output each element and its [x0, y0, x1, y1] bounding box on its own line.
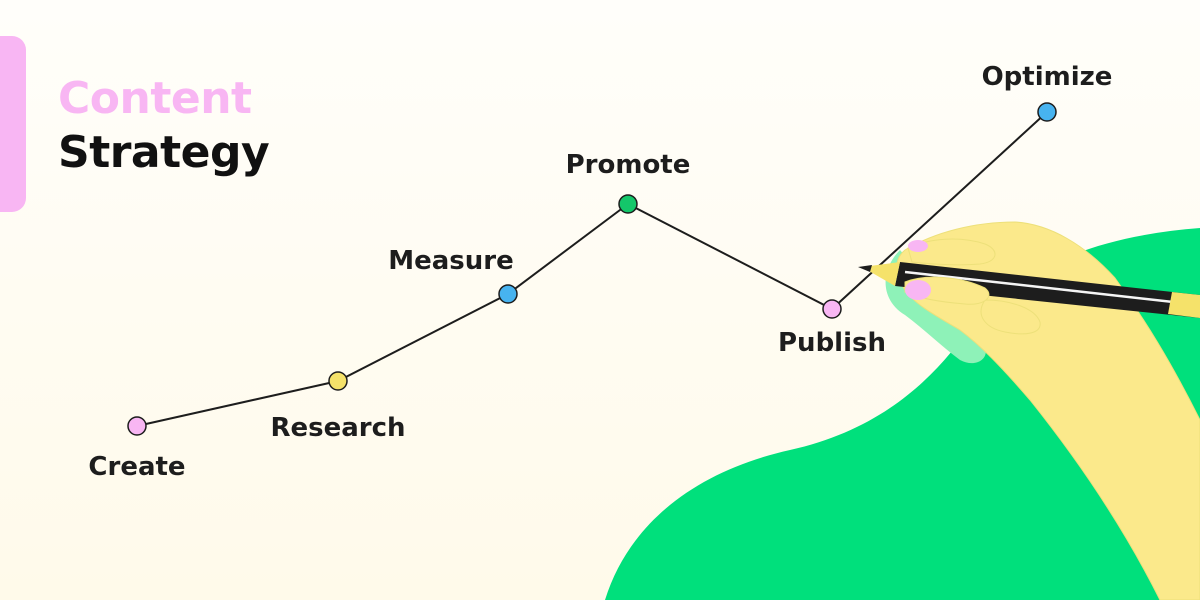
- pencil-tip: [862, 262, 900, 286]
- fingernail-top: [908, 240, 928, 252]
- step-label-research: Research: [270, 413, 405, 443]
- pencil-body: [895, 262, 1200, 318]
- connector-line: [136, 111, 1048, 427]
- title-line-1: Content: [58, 73, 252, 124]
- step-label-publish: Publish: [778, 328, 886, 358]
- pencil-stripe: [904, 270, 1200, 307]
- step-label-measure: Measure: [388, 246, 514, 276]
- step-marker-promote: [618, 194, 638, 214]
- step-label-create: Create: [88, 452, 185, 482]
- accent-tab: [0, 36, 26, 212]
- step-marker-publish: [822, 299, 842, 319]
- hand-with-pencil-illustration: [858, 221, 1200, 600]
- title-line-2: Strategy: [58, 127, 270, 178]
- fingernail-bottom: [905, 280, 931, 300]
- page-title: Content Strategy: [58, 72, 270, 180]
- pencil-cap: [1168, 292, 1200, 318]
- step-marker-measure: [498, 284, 518, 304]
- step-marker-optimize: [1037, 102, 1057, 122]
- step-marker-research: [328, 371, 348, 391]
- step-label-promote: Promote: [566, 150, 691, 180]
- step-marker-create: [127, 416, 147, 436]
- index-finger: [907, 238, 996, 266]
- thumb: [980, 299, 1041, 335]
- pencil-lead: [858, 265, 872, 272]
- step-label-optimize: Optimize: [982, 62, 1113, 92]
- hand: [896, 221, 1200, 600]
- step-markers: [127, 102, 1057, 436]
